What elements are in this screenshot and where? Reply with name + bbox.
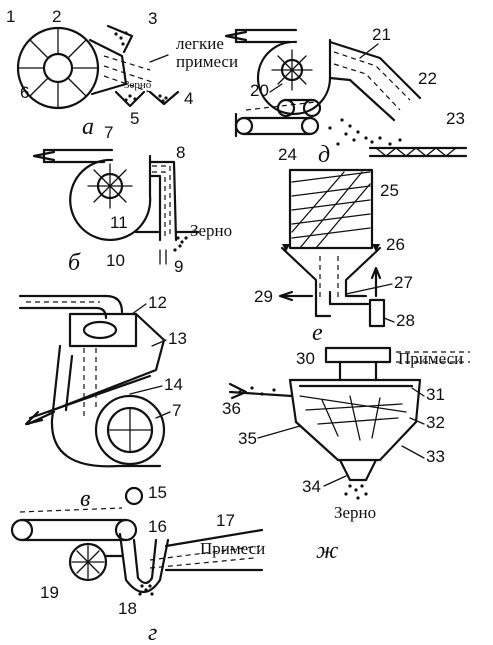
conveyor-g	[20, 518, 128, 542]
scheme-v: 12 13 14 7 в	[18, 293, 187, 512]
label-impurities-zh: Примеси	[398, 349, 463, 368]
scheme-a: 1 2 3 6 5 4 легкие примеси Зерно а	[6, 7, 238, 140]
label-24: 24	[278, 145, 297, 164]
body-zh	[288, 378, 422, 462]
air-channel-a	[88, 38, 128, 96]
label-16: 16	[148, 517, 167, 536]
label-11: 11	[110, 213, 128, 232]
scheme-b: 7 8 11 10 9 Зерно б	[32, 123, 232, 276]
letter-g: г	[148, 620, 157, 645]
label-31: 31	[426, 385, 445, 404]
label-10: 10	[106, 251, 125, 270]
cylinder-25	[288, 168, 374, 250]
label-6: 6	[20, 83, 29, 102]
channel-g	[118, 532, 170, 594]
label-30: 30	[296, 349, 315, 368]
label-4: 4	[184, 89, 193, 108]
label-grain-small: Зерно	[124, 79, 152, 91]
label-23: 23	[446, 109, 465, 128]
bin-5	[114, 90, 146, 108]
label-26: 26	[386, 235, 405, 254]
letter-e: е	[312, 320, 323, 346]
label-28: 28	[396, 311, 415, 330]
letter-a: а	[82, 114, 94, 140]
channel-b	[148, 160, 178, 242]
label-20: 20	[250, 81, 269, 100]
label-21: 21	[372, 25, 391, 44]
label-light-impurities-1: легкие	[176, 34, 224, 53]
label-1: 1	[6, 7, 15, 26]
fan-scroll-d	[256, 38, 332, 115]
label-13: 13	[168, 329, 187, 348]
letter-zh: ж	[316, 538, 338, 564]
label-25: 25	[380, 181, 399, 200]
scheme-e: 25 26 27 28 29 е	[254, 168, 415, 346]
label-grain-zh: Зерно	[334, 503, 376, 522]
label-33: 33	[426, 447, 445, 466]
letter-d: д	[318, 142, 330, 168]
fan-scroll-b	[69, 154, 152, 242]
label-light-impurities-2: примеси	[176, 52, 238, 71]
fan-housing-v	[94, 394, 166, 466]
scheme-g: 15 16 17 18 19 Примеси г	[10, 483, 265, 645]
label-17: 17	[216, 511, 235, 530]
label-7-v: 7	[172, 401, 181, 420]
scheme-d: 21 20 22 23 24 д	[224, 25, 468, 168]
letter-b: б	[68, 250, 81, 276]
label-19: 19	[40, 583, 59, 602]
label-8: 8	[176, 143, 185, 162]
label-22: 22	[418, 69, 437, 88]
label-36: 36	[222, 399, 241, 418]
scheme-zh: 30 31 32 33 34 35 36 Примеси Зерно ж	[222, 346, 470, 564]
box-28	[368, 298, 386, 328]
label-18: 18	[118, 599, 137, 618]
label-15: 15	[148, 483, 167, 502]
label-27: 27	[394, 273, 413, 292]
label-34: 34	[302, 477, 321, 496]
letter-v: в	[80, 486, 90, 512]
label-29: 29	[254, 287, 273, 306]
top-30	[324, 346, 392, 364]
label-35: 35	[238, 429, 257, 448]
label-impurities-g: Примеси	[200, 539, 265, 558]
label-grain-b: Зерно	[190, 221, 232, 240]
label-32: 32	[426, 413, 445, 432]
label-9: 9	[174, 257, 183, 276]
bin-4	[148, 90, 180, 106]
label-2: 2	[52, 7, 61, 26]
label-3: 3	[148, 9, 157, 28]
label-14: 14	[164, 375, 183, 394]
channel-v	[68, 312, 138, 348]
hopper-a	[106, 24, 134, 54]
label-7-b: 7	[104, 123, 113, 142]
label-12: 12	[148, 293, 167, 312]
fan-g	[68, 542, 108, 582]
label-5: 5	[130, 109, 139, 128]
